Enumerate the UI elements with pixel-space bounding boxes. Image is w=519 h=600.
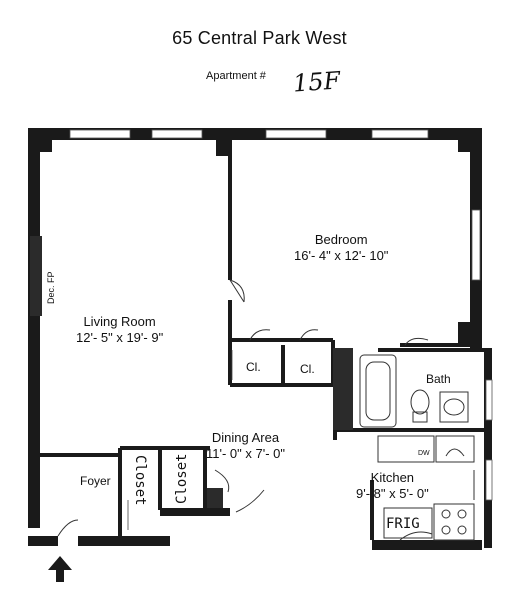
bedroom-size: 16'- 4" x 12'- 10"	[294, 248, 389, 263]
entry-arrow-icon	[48, 556, 72, 582]
closet-lines	[127, 350, 233, 530]
living-room-size: 12'- 5" x 19'- 9"	[76, 330, 164, 345]
wall-left	[28, 128, 40, 528]
wall-blocks	[30, 236, 353, 508]
fireplace-label: Dec. FP	[46, 271, 56, 304]
closet-2-label: Cl.	[300, 362, 315, 376]
wall-bottom-kitchen	[372, 540, 482, 550]
address-title: 65 Central Park West	[172, 28, 347, 48]
interior-walls	[40, 140, 484, 540]
dining-area-name: Dining Area	[211, 430, 280, 445]
kitchen-sink	[435, 435, 475, 463]
bath-fixtures	[359, 354, 469, 428]
kitchen-size: 9'- 8" x 5'- 0"	[356, 486, 429, 501]
windows	[69, 129, 493, 501]
closet-1-label: Cl.	[246, 360, 261, 374]
kitchen-label: Kitchen 9'- 8" x 5'- 0"	[356, 470, 429, 502]
dw-label: DW	[418, 450, 430, 457]
dining-area-size: 11'- 0" x 7'- 0"	[206, 446, 285, 461]
bath-label: Bath	[426, 372, 451, 386]
wall-bottom-left	[28, 536, 58, 546]
frig-label: FRIG	[386, 516, 420, 532]
kitchen-name: Kitchen	[370, 470, 415, 485]
counter	[377, 435, 435, 463]
fireplace-block	[30, 236, 42, 316]
living-room-name: Living Room	[83, 314, 156, 329]
toilet	[410, 389, 430, 415]
apartment-label: Apartment #	[206, 70, 266, 82]
wall-top	[28, 128, 468, 140]
doors	[57, 279, 433, 541]
frig-box	[383, 507, 433, 539]
stove	[433, 503, 475, 541]
bathtub	[359, 354, 397, 428]
closet-a-label: Closet	[132, 455, 148, 506]
closet-b-label: Closet	[174, 453, 190, 504]
dining-area-label: Dining Area 11'- 0" x 7'- 0"	[206, 430, 285, 462]
sink	[439, 391, 469, 423]
foyer-label: Foyer	[80, 474, 111, 488]
wall-bottom-dining	[160, 508, 230, 516]
kitchen-fixtures	[377, 435, 475, 541]
outer-walls	[28, 128, 492, 550]
wall-bottom-foyer	[78, 536, 170, 546]
living-room-label: Living Room 12'- 5" x 19'- 9"	[76, 314, 163, 346]
bedroom-label: Bedroom 16'- 4" x 12'- 10"	[294, 232, 388, 264]
wall-right-lower	[484, 348, 492, 548]
bedroom-name: Bedroom	[314, 232, 368, 247]
